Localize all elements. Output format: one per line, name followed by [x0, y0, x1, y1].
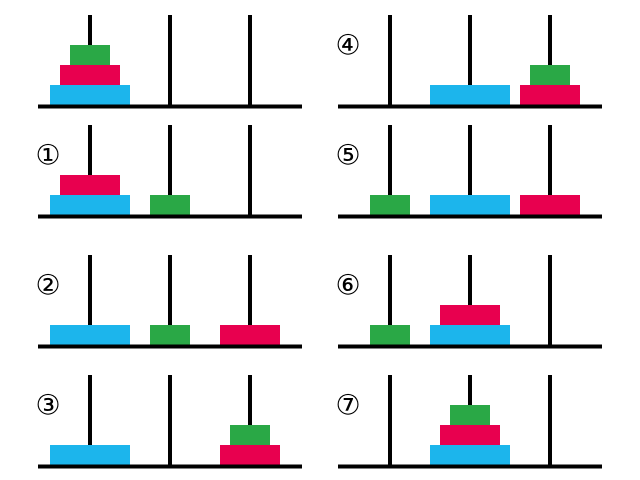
disk-medium [440, 425, 500, 445]
disk-medium [520, 195, 580, 215]
hanoi-step-panel-3: ③ [35, 375, 302, 469]
disk-large [430, 445, 510, 465]
disk-small [150, 195, 190, 215]
disk-medium [440, 305, 500, 325]
step-label: ⑤ [335, 139, 360, 172]
hanoi-step-panel-5: ⑤ [335, 125, 602, 219]
hanoi-step-panel-2: ② [35, 255, 302, 349]
disk-small [450, 405, 490, 425]
disk-small [530, 65, 570, 85]
disk-large [50, 85, 130, 105]
disk-small [230, 425, 270, 445]
disk-medium [220, 325, 280, 345]
disk-large [430, 325, 510, 345]
disk-small [70, 45, 110, 65]
disk-large [430, 85, 510, 105]
disk-medium [60, 175, 120, 195]
disk-small [370, 195, 410, 215]
hanoi-step-panel-4: ④ [335, 15, 602, 109]
disk-large [50, 445, 130, 465]
hanoi-step-panel-7: ⑦ [335, 375, 602, 469]
step-label: ② [35, 269, 60, 302]
disk-large [50, 325, 130, 345]
hanoi-step-panel-0 [38, 15, 302, 109]
hanoi-step-panel-1: ① [35, 125, 302, 219]
disk-medium [220, 445, 280, 465]
disk-medium [60, 65, 120, 85]
disk-medium [520, 85, 580, 105]
disk-small [150, 325, 190, 345]
hanoi-step-panel-6: ⑥ [335, 255, 602, 349]
disk-large [50, 195, 130, 215]
step-label: ① [35, 139, 60, 172]
step-label: ⑥ [335, 269, 360, 302]
disk-small [370, 325, 410, 345]
step-label: ③ [35, 389, 60, 422]
disk-large [430, 195, 510, 215]
step-label: ⑦ [335, 389, 360, 422]
step-label: ④ [335, 29, 360, 62]
